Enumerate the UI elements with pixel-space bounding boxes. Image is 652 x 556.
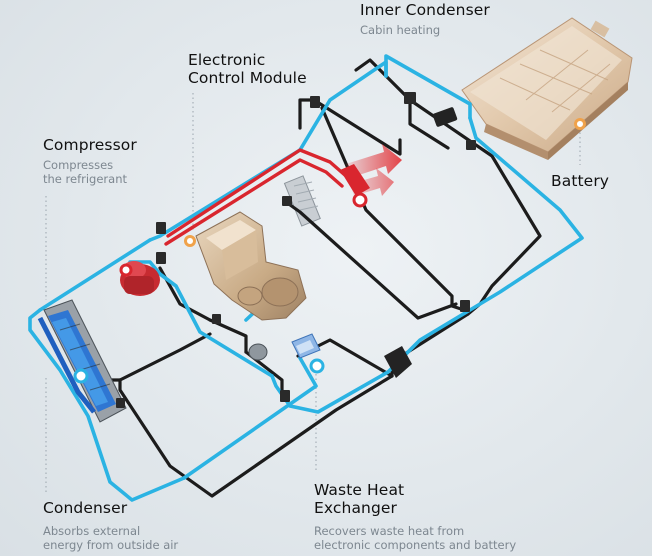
waste-heat-exchanger-subtitle-line2: electronic components and battery [314, 538, 517, 552]
battery-label: Battery [551, 172, 610, 191]
heat-arrows [340, 144, 402, 208]
compressor-subtitle: Compresses the refrigerant [43, 158, 137, 187]
compressor-unit [119, 261, 160, 296]
condenser-title: Condenser [43, 499, 128, 517]
inner-condenser-label: Inner Condenser Cabin heating [360, 1, 490, 37]
ecm-title-line2: Control Module [188, 68, 307, 87]
waste-heat-exchanger-title-line2: Exchanger [314, 498, 398, 517]
condenser-subtitle-line2: energy from outside air [43, 538, 179, 553]
coolant-pump [248, 343, 268, 361]
compressor-subtitle-line2: the refrigerant [43, 172, 127, 187]
waste-heat-exchanger-label: Waste Heat Exchanger Recovers waste heat… [314, 481, 516, 553]
condenser-label: Condenser Absorbs external energy from o… [43, 499, 178, 553]
red-hot-lines [164, 148, 348, 246]
compressor-label: Compressor Compresses the refrigerant [43, 136, 137, 187]
compressor-title: Compressor [43, 136, 137, 154]
ecm-label: Electronic Control Module [188, 51, 307, 88]
waste-heat-exchanger-subtitle: Recovers waste heat from electronic comp… [314, 524, 516, 553]
condenser-subtitle-line1: Absorbs external [43, 523, 141, 538]
ecm-title-line1: Electronic [188, 51, 266, 69]
inner-condenser-title: Inner Condenser [360, 1, 490, 19]
waste-heat-exchanger-title-line1: Waste Heat [314, 481, 405, 499]
condenser-subtitle: Absorbs external energy from outside air [43, 524, 178, 553]
waste-heat-exchanger-subtitle-line1: Recovers waste heat from [314, 523, 465, 538]
battery-marker [574, 118, 586, 130]
battery-pack [461, 17, 633, 160]
battery-title: Battery [551, 172, 610, 190]
condenser-radiator [37, 299, 127, 423]
inner-condenser-unit [283, 175, 321, 227]
inner-condenser-subtitle: Cabin heating [360, 22, 441, 37]
accumulator [384, 107, 458, 378]
waste-heat-exchanger-unit [291, 333, 325, 374]
ecm-motor-assembly [184, 211, 307, 321]
compressor-subtitle-line1: Compresses [43, 157, 114, 172]
leader-lines [45, 93, 581, 492]
valves [116, 92, 476, 408]
